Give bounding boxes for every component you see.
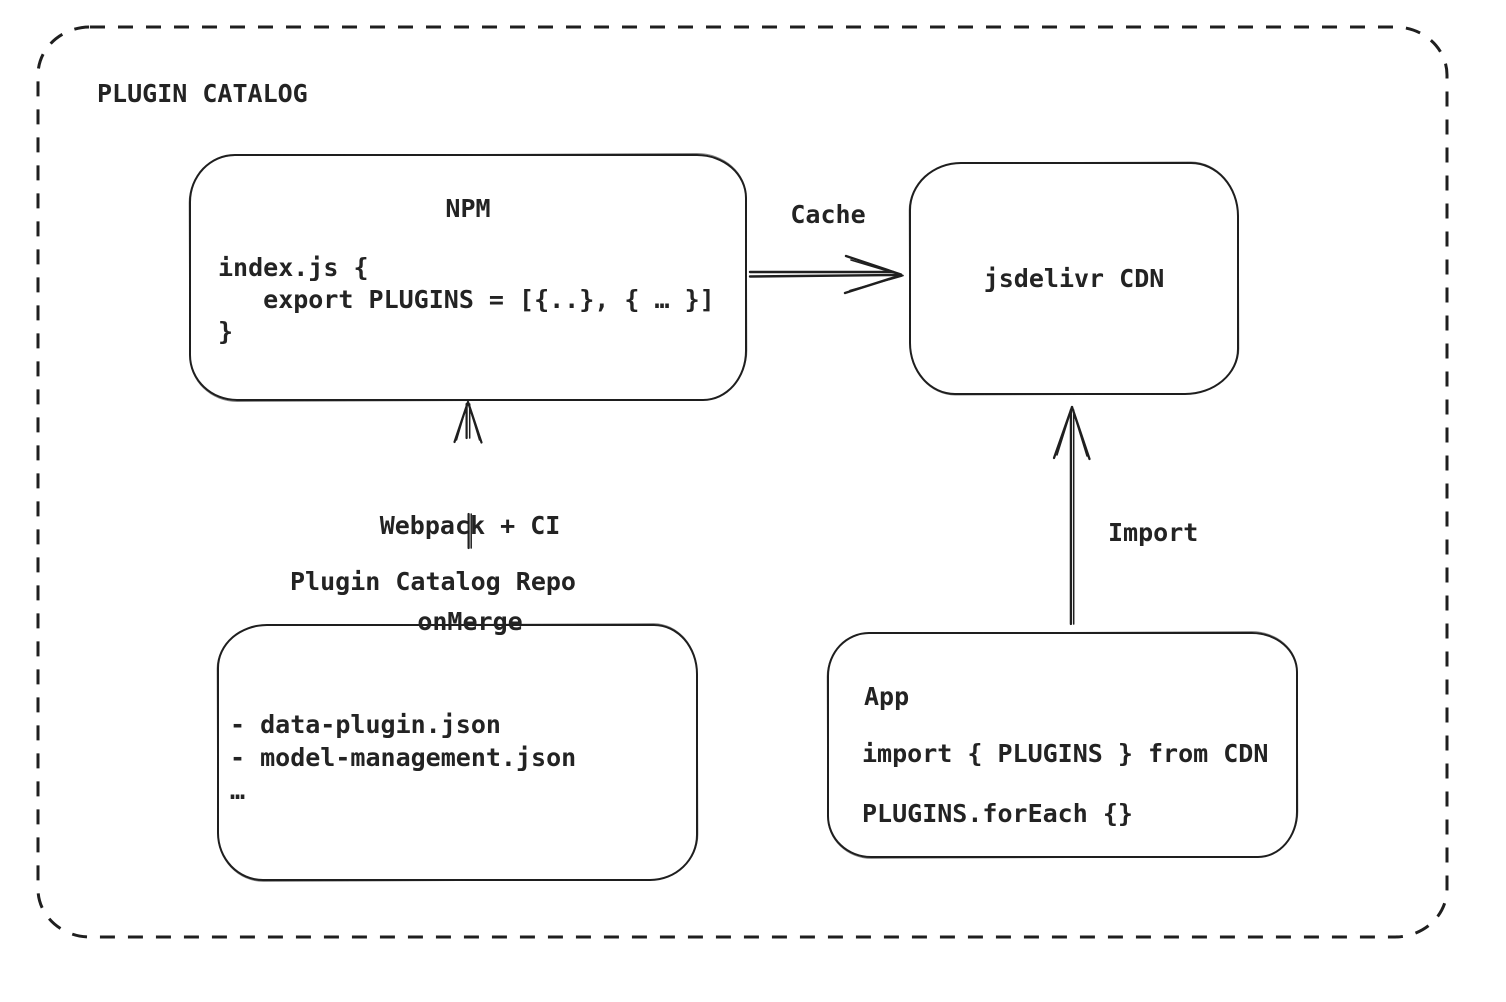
build-arrow-label: Webpack + CI onMerge [340,446,600,702]
npm-code-line: } [218,317,234,346]
catalog-title: PLUGIN CATALOG [97,79,308,108]
npm-code-line: index.js { [218,253,369,282]
repo-file-list: - data-plugin.json - model-management.js… [230,708,576,807]
jsdelivr-cdn-box-title: jsdelivr CDN [983,264,1165,293]
plugin-catalog-repo-box: - data-plugin.json - model-management.js… [217,624,698,881]
app-box: App import { PLUGINS } from CDN PLUGINS.… [827,632,1298,858]
catalog-boundary-border [36,25,1449,939]
build-arrow [453,400,483,550]
npm-box: NPM index.js { export PLUGINS = [{..}, {… [189,154,747,401]
plugin-catalog-repo-label: Plugin Catalog Repo [290,567,576,596]
jsdelivr-cdn-box: jsdelivr CDN [909,162,1239,395]
build-arrow-label-line1: Webpack + CI [379,511,561,540]
repo-file-item: - model-management.json [230,743,577,772]
import-arrow-label: Import [1108,518,1199,547]
cache-arrow-label: Cache [790,200,866,229]
repo-file-item: - data-plugin.json [230,710,501,739]
app-code-line: PLUGINS.forEach {} [862,799,1133,828]
import-arrow [1052,405,1091,626]
npm-box-title: NPM [445,194,491,223]
app-code-line: import { PLUGINS } from CDN [862,739,1269,768]
npm-code-block: index.js { export PLUGINS = [{..}, { … }… [218,252,715,348]
repo-file-item: … [230,776,246,805]
app-box-title: App [864,682,910,711]
cache-arrow [748,254,904,295]
npm-code-line: export PLUGINS = [{..}, { … }] [218,285,715,314]
build-arrow-label-line2: onMerge [417,607,523,636]
